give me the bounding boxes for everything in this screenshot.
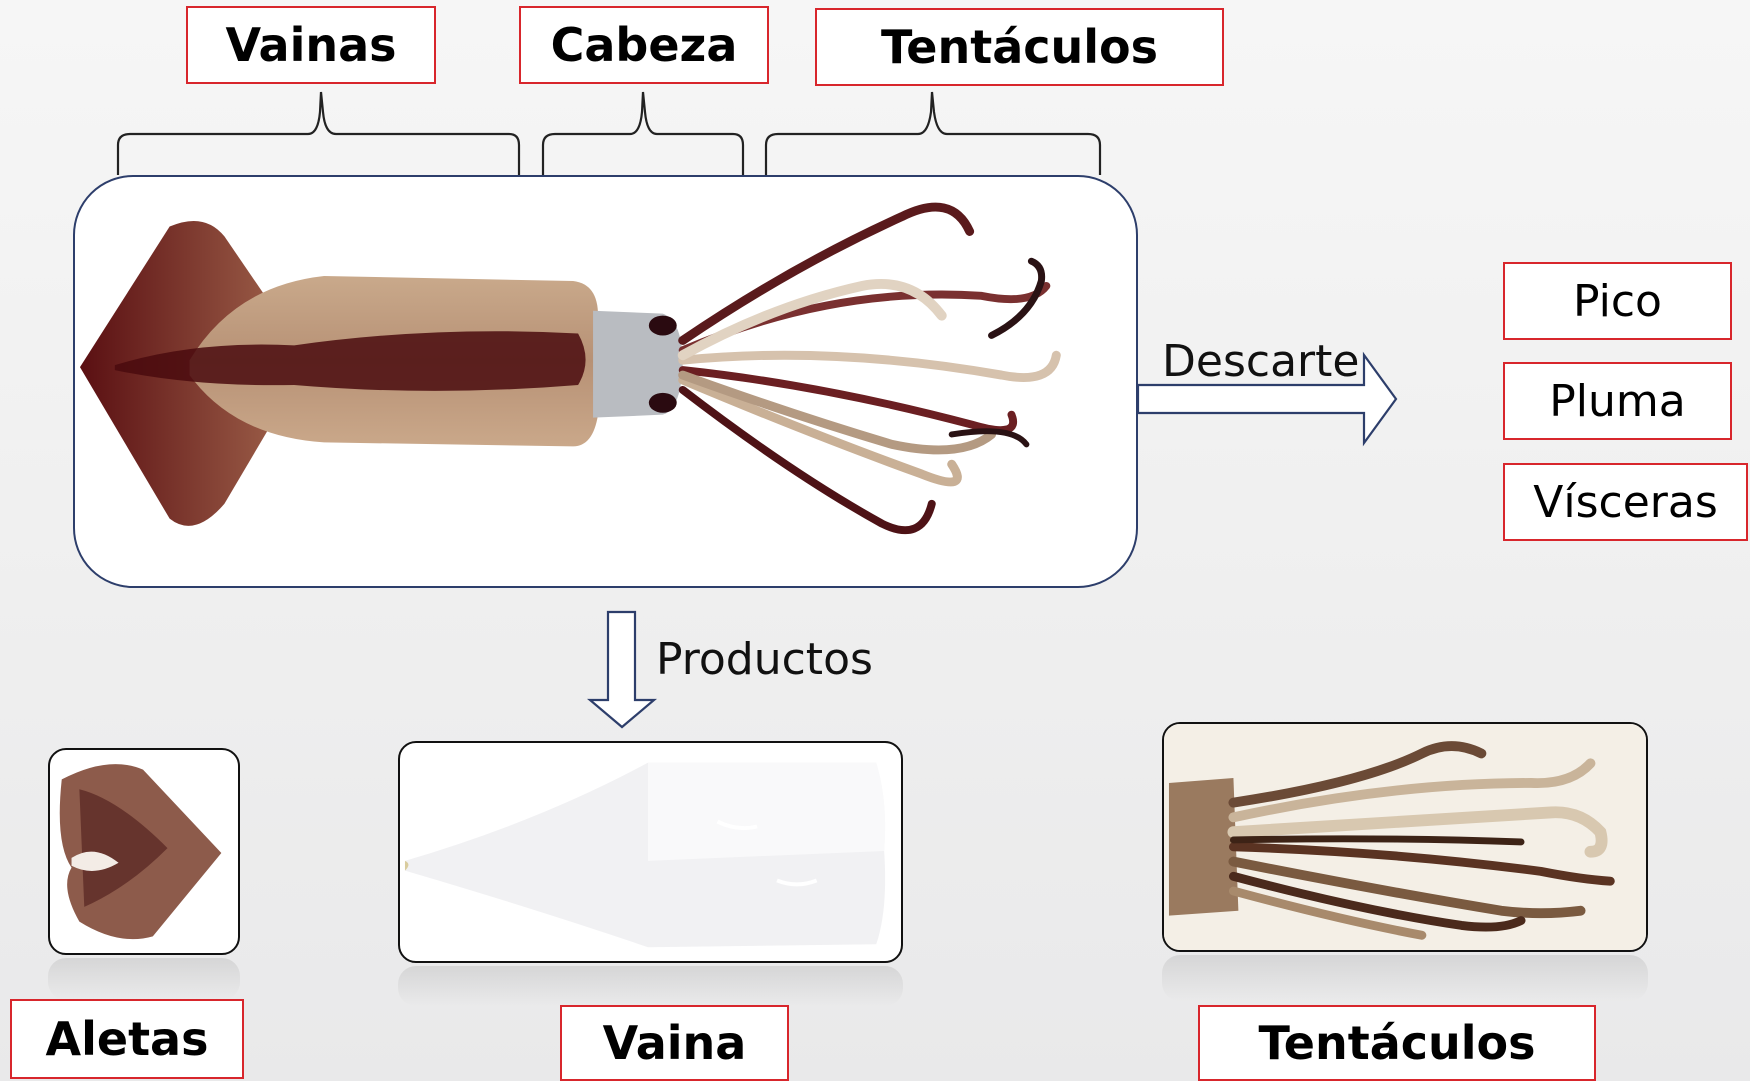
discard-item-visceras: Vísceras <box>1503 463 1748 541</box>
discard-item-pico: Pico <box>1503 262 1732 340</box>
aletas-reflection <box>48 958 240 1000</box>
squid-illustration <box>75 177 1136 586</box>
label-tentaculos-bottom: Tentáculos <box>1198 1005 1596 1081</box>
discard-item-pluma: Pluma <box>1503 362 1732 440</box>
label-tentaculos-top: Tentáculos <box>815 8 1224 86</box>
brace-group <box>118 92 1100 175</box>
fins-illustration <box>50 750 238 953</box>
vaina-reflection <box>398 966 903 1006</box>
brace-cabeza <box>543 92 743 175</box>
label-vainas: Vainas <box>186 6 436 84</box>
label-aletas: Aletas <box>10 999 244 1079</box>
vaina-photo <box>398 741 903 963</box>
label-vaina: Vaina <box>560 1005 789 1081</box>
tentaculos-photo <box>1162 722 1648 952</box>
productos-arrow <box>590 612 654 727</box>
brace-vainas <box>118 92 519 175</box>
tentacles-illustration <box>1164 724 1646 950</box>
label-cabeza: Cabeza <box>519 6 769 84</box>
brace-tentaculos <box>766 92 1100 175</box>
productos-text: Productos <box>656 634 873 685</box>
descarte-text: Descarte <box>1162 336 1359 387</box>
aletas-photo <box>48 748 240 955</box>
mantle-illustration <box>400 743 901 961</box>
tentaculos-reflection <box>1162 955 1648 1001</box>
whole-squid-photo <box>73 175 1138 588</box>
